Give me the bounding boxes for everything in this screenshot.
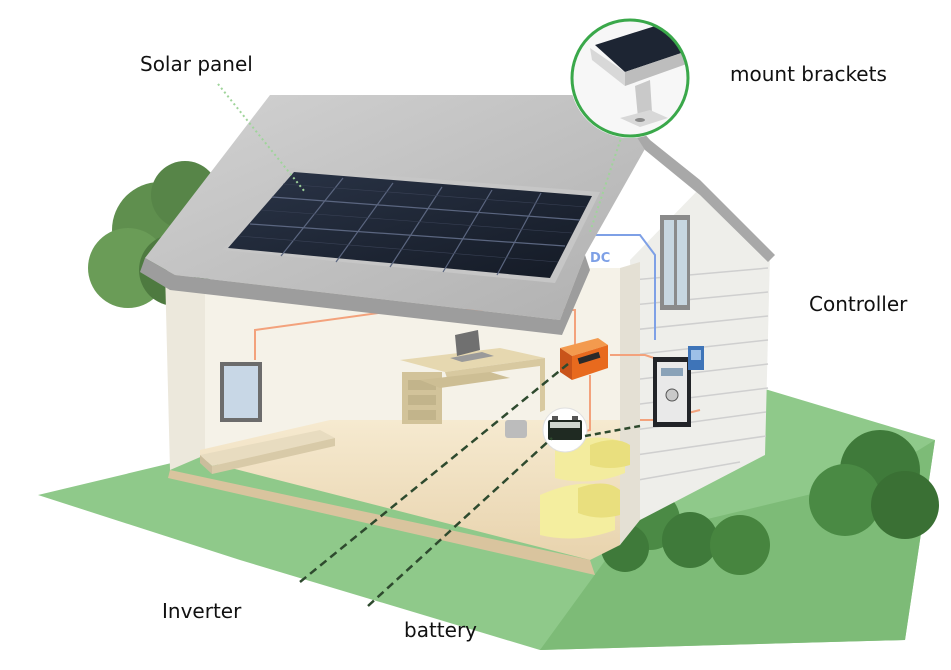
interior-left-wall (165, 270, 205, 470)
mount-bracket-inset (570, 18, 690, 138)
leader-lines (217, 83, 641, 607)
roof-gable-trim (610, 95, 775, 262)
inverter-label: Inverter (162, 599, 242, 623)
solar-panel-leader (217, 83, 306, 193)
controller-label: Controller (809, 292, 908, 316)
solar-panel-label: Solar panel (140, 52, 253, 76)
roof-edge (140, 255, 590, 335)
dc-label: DC (590, 251, 610, 266)
inverter-icon (560, 338, 608, 380)
charge-controller-icon (653, 346, 704, 427)
inverter-leader (299, 363, 569, 583)
solar-panel-array (222, 168, 600, 283)
battery-label: battery (404, 618, 477, 642)
desk (400, 348, 545, 424)
armchair-front (540, 483, 620, 539)
gable-window (660, 215, 690, 310)
battery-leader (367, 437, 553, 607)
interior-right-wall (620, 262, 640, 545)
mount-brackets-label: mount brackets (730, 62, 887, 86)
bushes-right (601, 430, 939, 575)
tv-bench (200, 430, 335, 474)
floor-front (168, 470, 595, 575)
laptop (450, 330, 494, 362)
mount-bracket-leader (589, 134, 623, 233)
tv (220, 362, 262, 422)
mount-bracket-icon (620, 80, 668, 127)
trash-bin (505, 420, 527, 438)
dc-wire (590, 234, 656, 340)
battery-icon (542, 407, 588, 453)
floor (200, 420, 620, 560)
